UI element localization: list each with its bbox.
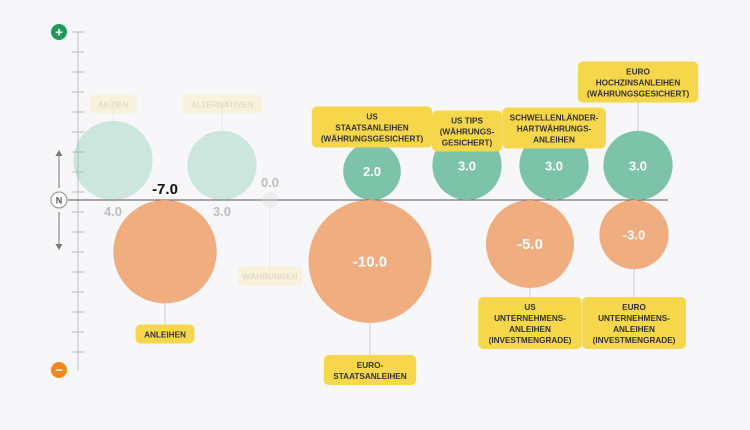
category-label-text: EURO (622, 303, 646, 312)
value-label: 4.0 (104, 204, 122, 219)
bubble[interactable] (262, 192, 278, 208)
minus-icon[interactable]: − (51, 362, 67, 378)
category-label: US STAATSANLEIHEN(WÄHRUNGSGESICHERT) (311, 106, 433, 148)
category-label-text: EURO- (357, 361, 384, 370)
value-label: 3.0 (629, 158, 647, 173)
plus-icon-symbol: + (55, 25, 63, 40)
category-label-text: HARTWÄHRUNGS- (517, 124, 592, 134)
plus-icon-circle (51, 24, 67, 40)
category-label-text: EURO (626, 68, 650, 77)
category-label-box (478, 297, 582, 349)
neutral-icon: N (50, 191, 68, 209)
category-label-text: ANLEIHEN (613, 325, 655, 334)
category-label-text: (INVESTMENGRADE) (593, 336, 676, 345)
category-label-text: UNTERNEHMENS- (494, 314, 566, 323)
up-arrow-icon (55, 150, 63, 188)
down-arrow-icon (55, 212, 63, 250)
minus-icon-symbol: − (55, 363, 63, 378)
value-label: 3.0 (458, 158, 476, 173)
vertical-scale (72, 31, 84, 370)
value-label: -5.0 (517, 236, 543, 253)
minus-icon-circle (51, 362, 67, 378)
value-label: 0.0 (261, 175, 279, 190)
plus-icon[interactable]: + (51, 24, 67, 40)
bubble[interactable] (343, 142, 401, 200)
category-label: EURO HOCHZINSANLEIHEN(WÄHRUNGSGESICHERT) (577, 61, 699, 103)
category-label-text: HOCHZINSANLEIHEN (596, 79, 681, 88)
category-label-box (311, 106, 433, 148)
category-label-text: ALTERNATIVEN (191, 101, 253, 110)
bubble[interactable] (113, 200, 217, 304)
value-label: -10.0 (353, 253, 387, 270)
value-label: 3.0 (213, 204, 231, 219)
category-label: WÄHRUNGEN (237, 266, 303, 286)
category-label-text: GESICHERT) (442, 139, 493, 148)
bubble[interactable] (603, 130, 673, 200)
bubbles: 4.0 -7.0 3.0 0.0 2.0 -10.0 3.0 3.0 -5.0 3.0 -3.0 (73, 120, 673, 323)
category-label: SCHWELLENLÄNDER-HARTWÄHRUNGS- ANLEIHEN (502, 107, 606, 149)
category-label-box (582, 297, 686, 349)
category-label-text: ANLEIHEN (533, 136, 575, 145)
category-label-box (237, 266, 303, 286)
category-label-text: UNTERNEHMENS- (598, 314, 670, 323)
neutral-icon-symbol: N (56, 196, 63, 206)
category-label-text: AKTIEN (98, 101, 129, 110)
bubble[interactable] (187, 130, 257, 200)
value-label: 2.0 (363, 164, 381, 179)
category-label-text: US (524, 303, 536, 312)
category-label: AKTIEN (89, 94, 137, 114)
category-label-box (502, 107, 606, 149)
category-label-text: WÄHRUNGEN (242, 272, 297, 282)
category-label-text: STAATSANLEIHEN (333, 372, 406, 381)
category-label-text: (WÄHRUNGSGESICHERT) (587, 89, 690, 99)
category-label-text: ANLEIHEN (144, 331, 186, 340)
bubble[interactable] (73, 120, 153, 200)
value-label: -7.0 (152, 181, 178, 198)
neutral-icon-circle (50, 191, 68, 209)
bubble[interactable] (308, 200, 432, 323)
value-label: -3.0 (623, 228, 645, 243)
bubble[interactable] (486, 200, 574, 288)
category-label-text: SCHWELLENLÄNDER- (510, 113, 599, 123)
category-label: EURO UNTERNEHMENS- ANLEIHEN (INVESTMENGRADE… (582, 297, 686, 349)
category-label-box (181, 94, 263, 114)
category-label-box (89, 94, 137, 114)
category-label: ANLEIHEN (135, 324, 195, 344)
category-label: EURO- STAATSANLEIHEN (323, 355, 417, 385)
category-label-text: ANLEIHEN (509, 325, 551, 334)
category-label-text: (WÄHRUNGSGESICHERT) (321, 134, 424, 144)
category-label-box (135, 324, 195, 344)
category-label-text: US TIPS (451, 117, 483, 126)
category-label: US UNTERNEHMENS- ANLEIHEN (INVESTMENGRADE) (478, 297, 582, 349)
category-label-box (323, 355, 417, 385)
category-label-box (577, 61, 699, 103)
category-label: US TIPS(WÄHRUNGS- GESICHERT) (432, 110, 502, 152)
category-label: ALTERNATIVEN (181, 94, 263, 114)
category-labels: AKTIEN ANLEIHEN ALTERNATIVEN WÄHRUNGEN US STA… (89, 61, 699, 385)
category-label-text: US (366, 113, 378, 122)
category-label-text: (WÄHRUNGS- (440, 127, 495, 137)
category-label-box (432, 110, 502, 152)
category-label-text: STAATSANLEIHEN (335, 124, 408, 133)
category-label-text: (INVESTMENGRADE) (489, 336, 572, 345)
value-label: 3.0 (545, 158, 563, 173)
bubble[interactable] (599, 200, 669, 270)
